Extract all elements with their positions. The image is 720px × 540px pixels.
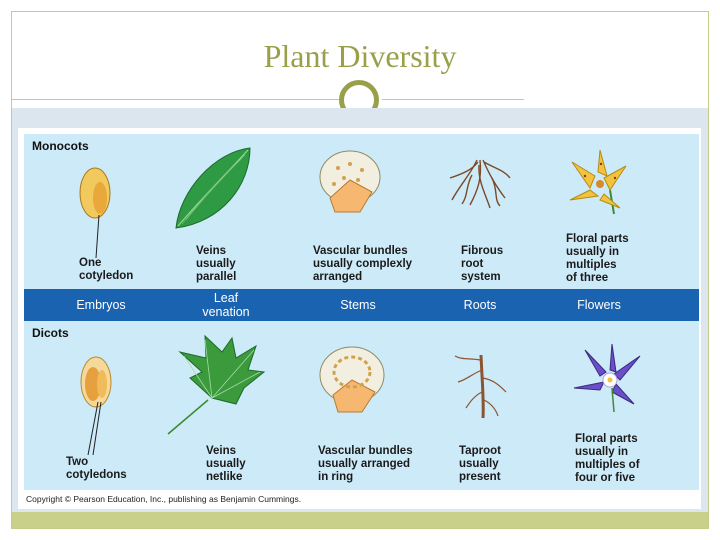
dicots-heading: Dicots — [32, 326, 69, 340]
monocot-seed-icon — [79, 167, 111, 259]
slide-title: Plant Diversity — [263, 38, 457, 74]
dicot-seed-icon — [80, 356, 112, 456]
monocot-stem-icon — [319, 150, 381, 213]
category-bar — [24, 289, 699, 321]
dicot-embryo-caption: Two cotyledons — [66, 456, 127, 481]
monocot-flower-caption: Floral parts usually in multiples of thr… — [566, 233, 629, 284]
title-rule-left — [12, 99, 340, 100]
category-roots: Roots — [463, 298, 497, 312]
monocot-embryo-caption: One cotyledon — [79, 257, 134, 282]
dicot-flower-caption: Floral parts usually in multiples of fou… — [575, 433, 640, 484]
title-rule-right — [382, 99, 524, 100]
monocots-heading: Monocots — [32, 139, 89, 153]
monocot-flower-icon — [569, 149, 627, 215]
monocot-fibrous-root-icon — [449, 159, 511, 209]
dicot-leaf-icon — [167, 334, 266, 435]
slide-frame — [11, 11, 709, 529]
category-stems: Stems — [340, 298, 376, 312]
monocot-stem-caption: Vascular bundles usually complexly arran… — [313, 245, 413, 283]
dicot-flower-icon — [573, 343, 641, 413]
dicot-leaf-caption: Veins usually netlike — [206, 445, 246, 483]
monocot-root-caption: Fibrous root system — [461, 245, 504, 283]
dicot-stem-icon — [319, 346, 385, 413]
category-embryos: Embryos — [76, 298, 126, 312]
copyright-notice: Copyright © Pearson Education, Inc., pub… — [26, 494, 302, 504]
dicot-taproot-icon — [454, 354, 507, 419]
monocot-leaf-caption: Veins usually parallel — [196, 245, 237, 283]
bottom-band — [12, 512, 708, 528]
dicot-stem-caption: Vascular bundles usually arranged in rin… — [318, 445, 413, 483]
category-leaf-venation: Leaf venation — [202, 291, 250, 319]
dicot-root-caption: Taproot usually present — [459, 445, 501, 483]
monocot-leaf-icon — [175, 147, 251, 229]
category-flowers: Flowers — [577, 298, 621, 312]
